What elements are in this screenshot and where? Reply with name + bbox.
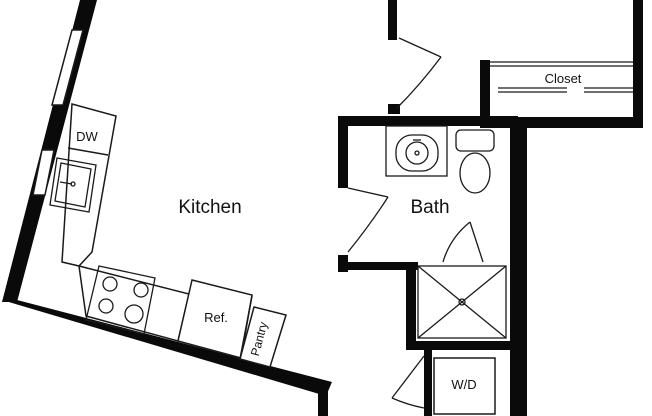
door-entry <box>396 37 442 109</box>
room-label-kitchen: Kitchen <box>178 197 241 218</box>
wall-right-vertical <box>510 117 527 416</box>
room-label-bath: Bath <box>410 197 449 218</box>
window-left <box>32 29 84 196</box>
jamb-upper <box>388 104 400 114</box>
wall-bottom-stub <box>318 386 328 416</box>
counter-bottom <box>78 264 190 342</box>
wall-closet-bottom <box>480 117 643 128</box>
wall-bottom-exterior <box>2 300 332 396</box>
toilet <box>455 129 495 194</box>
fixture-label-ref: Ref. <box>204 310 228 325</box>
wall-shower-left <box>406 262 416 350</box>
washer-dryer <box>433 357 496 415</box>
shower <box>417 265 507 339</box>
wall-top-stub <box>388 0 397 40</box>
wall-bath-left-upper <box>338 116 348 188</box>
counter-left <box>61 103 117 267</box>
wall-bath-top <box>338 116 518 126</box>
kitchen-sink <box>49 157 97 213</box>
wall-shower-bottom <box>406 341 516 350</box>
fixture-label-wd: W/D <box>451 377 476 392</box>
wall-bath-bottom <box>338 262 418 270</box>
door-wd <box>391 355 425 409</box>
stove <box>85 265 156 335</box>
closet <box>490 61 633 93</box>
wall-closet-left <box>480 60 490 128</box>
pantry <box>239 295 287 368</box>
wall-wd-left <box>424 350 432 416</box>
door-bath <box>347 187 389 253</box>
fixture-label-dw: DW <box>76 129 98 144</box>
bath-vanity <box>385 125 448 177</box>
wall-right-top <box>633 0 643 128</box>
door-shower <box>442 221 484 263</box>
room-label-closet: Closet <box>545 71 582 86</box>
